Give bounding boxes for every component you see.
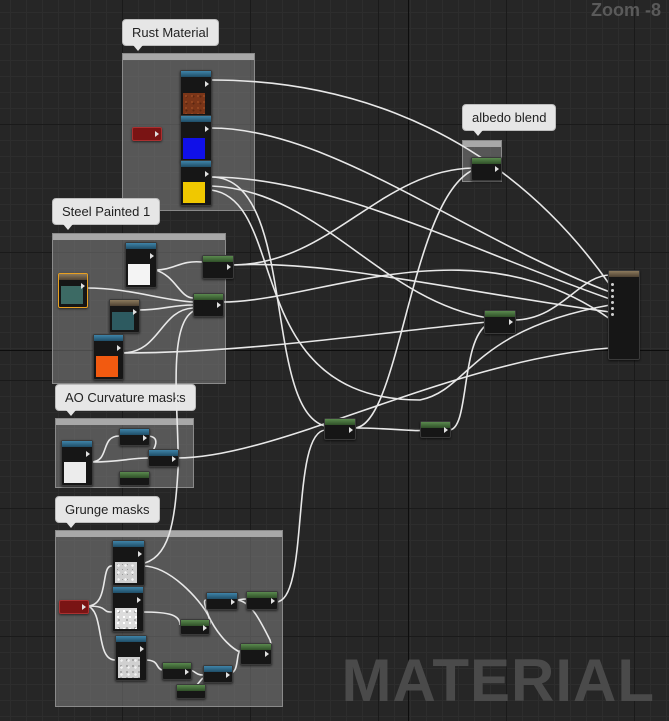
math-node-grunge-a[interactable] bbox=[206, 592, 238, 610]
texture-sample-grunge-2[interactable] bbox=[112, 586, 144, 632]
output-pin-icon[interactable] bbox=[495, 166, 499, 172]
texture-sample-rust-albedo[interactable] bbox=[180, 70, 212, 117]
main-material-output-node[interactable] bbox=[608, 270, 640, 360]
math-node-mask-power[interactable] bbox=[420, 421, 451, 438]
constant-node-ao[interactable] bbox=[119, 471, 150, 486]
blue-texture-thumbnail bbox=[183, 138, 205, 159]
output-pin-icon[interactable] bbox=[349, 427, 353, 433]
output-pin-icon[interactable] bbox=[117, 345, 121, 351]
comment-bubble-steel-painted[interactable]: Steel Painted 1 bbox=[52, 198, 161, 230]
output-pin-icon[interactable] bbox=[86, 451, 90, 457]
output-pin-icon[interactable] bbox=[155, 131, 159, 137]
white-texture-thumbnail bbox=[128, 264, 150, 285]
grunge-texture-thumbnail bbox=[115, 608, 137, 629]
teal-texture-thumbnail bbox=[61, 286, 83, 304]
output-pin-icon[interactable] bbox=[143, 435, 147, 441]
graph-type-watermark: MATERIAL bbox=[341, 647, 655, 714]
output-pin-icon[interactable] bbox=[81, 283, 85, 289]
output-pin-icon[interactable] bbox=[137, 597, 141, 603]
math-node-steel-multiply[interactable] bbox=[202, 255, 234, 279]
output-pin-icon[interactable] bbox=[172, 456, 176, 462]
texture-sample-grunge-3[interactable] bbox=[115, 635, 147, 681]
input-pin-icon[interactable] bbox=[611, 313, 614, 316]
parameter-node-rust-uv[interactable] bbox=[132, 127, 162, 141]
math-node-grunge-f[interactable] bbox=[203, 665, 233, 683]
output-pin-icon[interactable] bbox=[138, 551, 142, 557]
output-pin-icon[interactable] bbox=[205, 171, 209, 177]
math-node-grunge-b[interactable] bbox=[246, 591, 278, 610]
lerp-node-albedo-blend[interactable] bbox=[471, 157, 502, 181]
comment-bubble-albedo-blend[interactable]: albedo blend bbox=[462, 104, 557, 136]
input-pin-icon[interactable] bbox=[611, 307, 614, 310]
output-pin-icon[interactable] bbox=[185, 669, 189, 675]
graph-origin-horizontal-axis bbox=[0, 350, 669, 351]
texture-sample-steel-orange[interactable] bbox=[93, 334, 124, 380]
comment-bubble-rust-material[interactable]: Rust Material bbox=[122, 19, 219, 51]
output-pin-icon[interactable] bbox=[140, 646, 144, 652]
math-node-roughness-lerp[interactable] bbox=[484, 310, 516, 334]
texture-sample-ao-curvature[interactable] bbox=[61, 440, 93, 486]
grunge-texture-thumbnail bbox=[118, 657, 140, 678]
output-pin-icon[interactable] bbox=[205, 126, 209, 132]
math-node-ao-mask-b[interactable] bbox=[148, 449, 179, 467]
output-pin-icon[interactable] bbox=[203, 625, 207, 631]
zoom-level-label: Zoom -8 bbox=[591, 0, 661, 20]
ao-texture-thumbnail bbox=[64, 462, 86, 483]
output-pin-icon[interactable] bbox=[133, 309, 137, 315]
output-pin-icon[interactable] bbox=[150, 253, 154, 259]
output-pin-icon[interactable] bbox=[227, 264, 231, 270]
comment-bubble-ao-curvature[interactable]: AO Curvature masks bbox=[55, 384, 196, 416]
texture-sample-steel-teal-selected[interactable] bbox=[58, 273, 88, 308]
graph-origin-vertical-axis bbox=[408, 0, 409, 721]
output-pin-icon[interactable] bbox=[265, 651, 269, 657]
output-pin-icon[interactable] bbox=[205, 81, 209, 87]
rust-texture-thumbnail bbox=[183, 93, 205, 114]
math-node-mask-combine[interactable] bbox=[324, 418, 356, 440]
math-node-grunge-d[interactable] bbox=[240, 643, 272, 665]
output-pin-icon[interactable] bbox=[82, 604, 86, 610]
output-pin-icon[interactable] bbox=[231, 599, 235, 605]
output-pin-icon[interactable] bbox=[444, 427, 448, 433]
parameter-node-grunge-uv[interactable] bbox=[59, 600, 89, 614]
math-node-ao-mask-a[interactable] bbox=[119, 428, 150, 446]
output-pin-icon[interactable] bbox=[217, 302, 221, 308]
orange-texture-thumbnail bbox=[96, 356, 118, 377]
grunge-texture-thumbnail bbox=[115, 562, 137, 583]
math-node-grunge-e[interactable] bbox=[162, 662, 192, 680]
input-pin-icon[interactable] bbox=[611, 283, 614, 286]
output-pin-icon[interactable] bbox=[271, 598, 275, 604]
texture-sample-rust-normal[interactable] bbox=[180, 115, 212, 162]
output-pin-icon[interactable] bbox=[509, 319, 513, 325]
output-pin-icon[interactable] bbox=[226, 672, 230, 678]
constant-node-grunge[interactable] bbox=[176, 684, 206, 699]
texture-sample-rust-yellow[interactable] bbox=[180, 160, 212, 206]
texture-sample-grunge-1[interactable] bbox=[112, 540, 145, 586]
input-pin-icon[interactable] bbox=[611, 301, 614, 304]
math-node-grunge-c[interactable] bbox=[180, 619, 210, 635]
teal-texture-thumbnail bbox=[112, 312, 134, 330]
texture-sample-steel-white[interactable] bbox=[125, 242, 157, 288]
input-pin-icon[interactable] bbox=[611, 295, 614, 298]
texture-sample-steel-teal[interactable] bbox=[109, 299, 140, 333]
comment-bubble-grunge-masks[interactable]: Grunge masks bbox=[55, 496, 160, 528]
yellow-texture-thumbnail bbox=[183, 182, 205, 203]
input-pin-icon[interactable] bbox=[611, 289, 614, 292]
math-node-steel-lerp[interactable] bbox=[193, 293, 224, 317]
